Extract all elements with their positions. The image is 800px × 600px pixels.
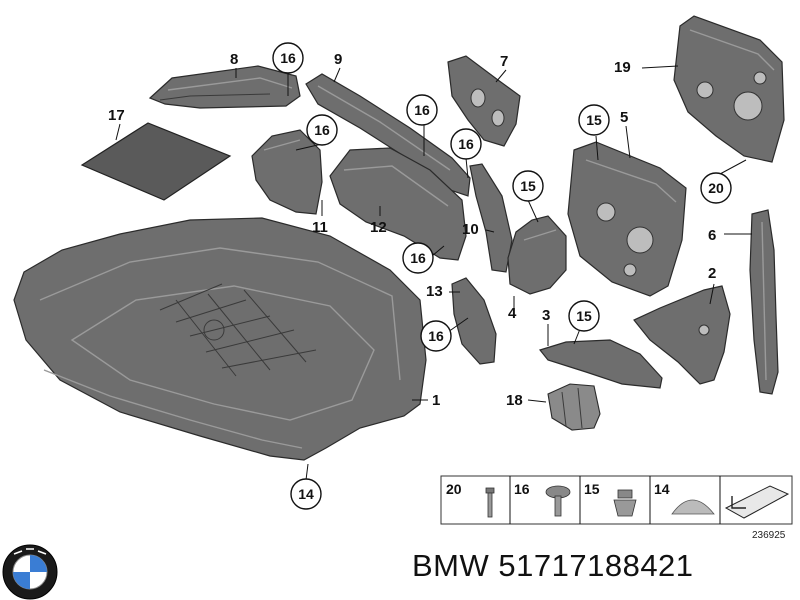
- legend-number-14: 14: [654, 481, 670, 497]
- svg-text:15: 15: [520, 178, 536, 194]
- circle-callout-16-d: 16: [450, 128, 482, 160]
- leader-lines: [115, 65, 752, 481]
- svg-text:16: 16: [280, 50, 296, 66]
- part-18-block: [547, 383, 601, 431]
- part-2-plate: [633, 285, 731, 385]
- callout-19: 19: [614, 59, 631, 76]
- svg-text:20: 20: [708, 180, 724, 196]
- callout-18: 18: [506, 392, 523, 409]
- callout-5: 5: [620, 109, 628, 126]
- callout-17: 17: [108, 107, 125, 124]
- part-8-duct: [148, 65, 301, 109]
- circle-callout-16-f: 16: [420, 320, 452, 352]
- part-3-plate: [538, 339, 663, 389]
- expansion-nut-icon: [613, 489, 637, 517]
- callout-4: 4: [508, 305, 517, 322]
- part-1-shield: [13, 217, 427, 461]
- circle-callout-15-c: 15: [568, 300, 600, 332]
- callout-7: 7: [500, 53, 508, 70]
- circle-callout-16-c: 16: [406, 94, 438, 126]
- svg-text:14: 14: [298, 486, 314, 502]
- cap-plug-icon: [671, 499, 715, 515]
- svg-text:15: 15: [586, 112, 602, 128]
- fastener-legend: 20 16 15 14 236925: [440, 475, 793, 541]
- svg-text:16: 16: [428, 328, 444, 344]
- callout-11: 11: [312, 219, 328, 236]
- callout-9: 9: [334, 51, 342, 68]
- callout-12: 12: [370, 219, 387, 236]
- part-6-strip: [749, 209, 779, 395]
- part-9-strip: [305, 73, 471, 197]
- circle-callout-16-b: 16: [306, 114, 338, 146]
- callout-13: 13: [426, 283, 443, 300]
- brand-name: BMW: [412, 548, 490, 583]
- callout-8: 8: [230, 51, 238, 68]
- part-number: 51717188421: [498, 548, 694, 583]
- legend-number-15: 15: [584, 481, 600, 497]
- svg-text:16: 16: [410, 250, 426, 266]
- circle-callout-15-a: 15: [578, 104, 610, 136]
- svg-text:16: 16: [314, 122, 330, 138]
- callout-3: 3: [542, 307, 550, 324]
- rivet-icon: [485, 487, 495, 518]
- callout-6: 6: [708, 227, 716, 244]
- circle-callout-15-b: 15: [512, 170, 544, 202]
- legend-number-20: 20: [446, 481, 462, 497]
- arrow-pad-icon: [724, 485, 790, 519]
- bmw-logo: [2, 544, 58, 600]
- callout-1: 1: [432, 392, 440, 409]
- part-4-bracket: [507, 215, 567, 295]
- legend-ref-number: 236925: [752, 530, 786, 541]
- circle-callout-14: 14: [290, 478, 322, 510]
- part-12-trough: [329, 147, 467, 261]
- part-7-bracket: [447, 55, 521, 147]
- circle-callout-16-a: 16: [272, 42, 304, 74]
- screw-icon: [545, 485, 571, 517]
- circle-callout-20: 20: [700, 172, 732, 204]
- part-5-panel: [567, 141, 687, 297]
- part-19-panel: [673, 15, 785, 163]
- svg-text:15: 15: [576, 308, 592, 324]
- part-10-strip: [469, 163, 513, 273]
- part-number-caption: BMW 51717188421: [412, 548, 694, 584]
- svg-text:16: 16: [458, 136, 474, 152]
- legend-number-16: 16: [514, 481, 530, 497]
- circle-callout-16-e: 16: [402, 242, 434, 274]
- part-11-bracket: [251, 129, 323, 215]
- part-13-bracket: [451, 277, 497, 365]
- svg-text:16: 16: [414, 102, 430, 118]
- callout-2: 2: [708, 265, 716, 282]
- part-17-mat: [80, 122, 232, 201]
- callout-10: 10: [462, 221, 479, 238]
